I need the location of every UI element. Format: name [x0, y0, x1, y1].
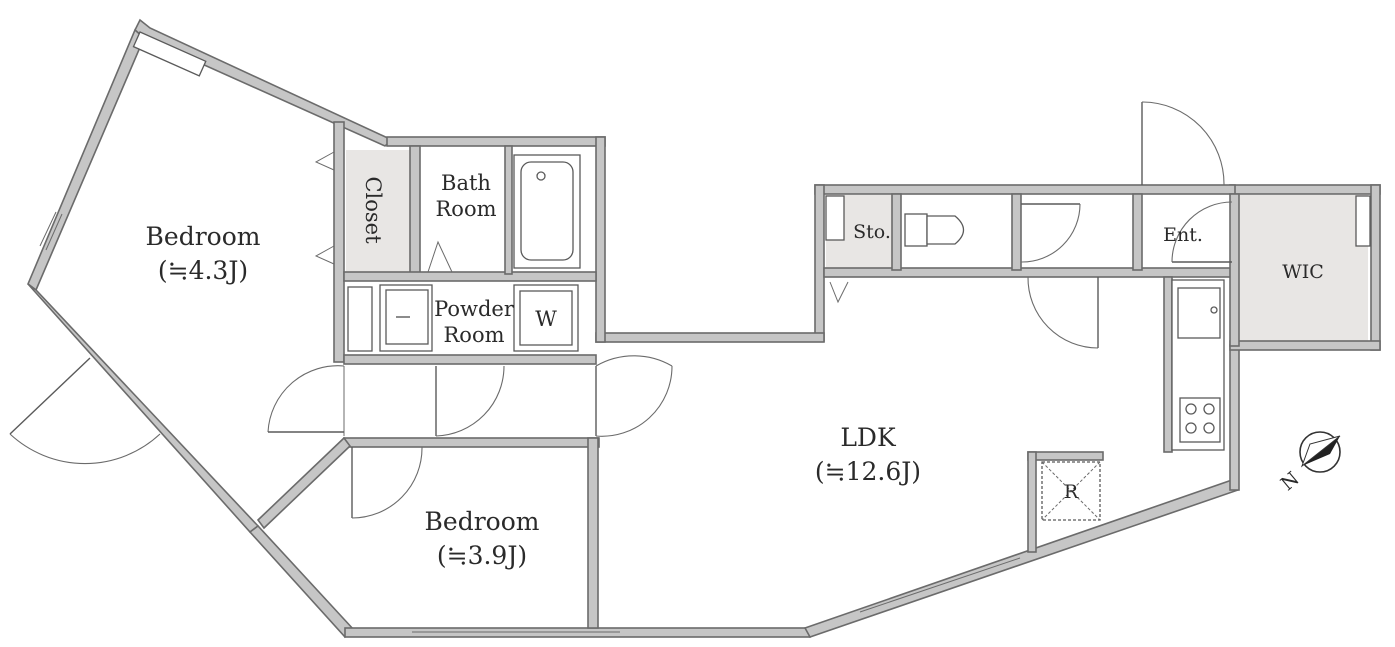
- wic-label: WIC: [1282, 261, 1324, 283]
- compass-north-label: N: [1277, 468, 1304, 496]
- interior-walls: [256, 121, 1240, 629]
- bedroom-b-name: Bedroom: [425, 507, 540, 536]
- toilet: [904, 213, 965, 247]
- closet-label: Closet: [361, 176, 385, 244]
- washer-label: W: [535, 307, 557, 331]
- compass-icon: [1299, 431, 1341, 473]
- powder-label-line2: Room: [443, 323, 504, 347]
- ldk-size: (≒12.6J): [815, 457, 921, 486]
- storage-label: Sto.: [853, 221, 891, 243]
- powder-label-line1: Powder: [434, 297, 515, 321]
- exterior-walls: [27, 18, 1381, 639]
- linen-niche: [347, 286, 373, 352]
- closet-hooks: [314, 151, 849, 304]
- storage-shelf: [825, 195, 845, 241]
- bedroom-a-size: (≒4.3J): [158, 256, 248, 285]
- doors: [9, 101, 1233, 519]
- bath-label-line2: Room: [435, 197, 496, 221]
- ldk-name: LDK: [840, 423, 897, 452]
- bedroom-a-name: Bedroom: [146, 222, 261, 251]
- washer: [513, 284, 579, 352]
- closet-floor: [346, 150, 410, 272]
- fridge-space: [1041, 461, 1101, 521]
- entrance-label: Ent.: [1163, 224, 1203, 246]
- bathtub: [513, 154, 581, 269]
- bedroom-b-size: (≒3.9J): [437, 541, 527, 570]
- powder-sink: [379, 284, 433, 352]
- fridge-label: R: [1064, 481, 1079, 503]
- bath-label-line1: Bath: [441, 171, 491, 195]
- kitchen-counter: [1171, 279, 1225, 451]
- wic-shelf: [1355, 195, 1371, 247]
- wic-floor: [1238, 195, 1368, 345]
- windows: [39, 31, 1021, 633]
